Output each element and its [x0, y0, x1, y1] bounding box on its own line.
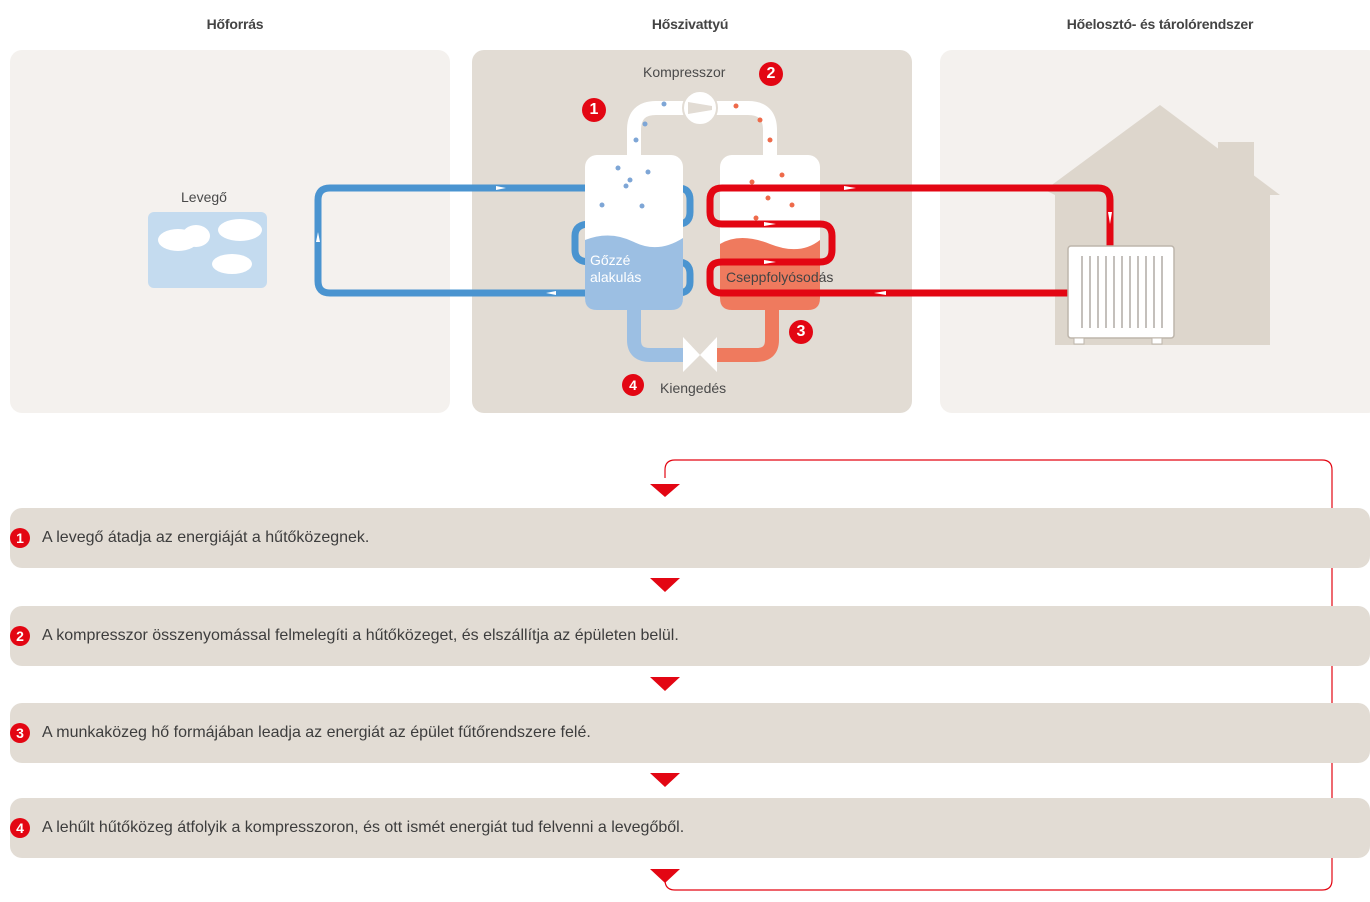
step-3-badge: 3: [789, 320, 813, 344]
step-row-1-text: A levegő átadja az energiáját a hűtőköze…: [42, 529, 370, 546]
compressor-label: Kompresszor: [643, 64, 726, 80]
flow-arrows: [316, 186, 1112, 295]
compressor-pipe: [627, 101, 777, 155]
expansion-label: Kiengedés: [660, 380, 727, 396]
expansion-pipe: [627, 310, 779, 362]
radiator-icon: [1067, 245, 1175, 345]
step-row-2-text: A kompresszor összenyomással felmelegíti…: [42, 627, 679, 644]
air-label: Levegő: [181, 189, 227, 205]
step-row-4-text: A lehűlt hűtőközeg átfolyik a kompresszo…: [42, 819, 685, 836]
expansion-valve-icon: [683, 337, 717, 372]
evaporation-label-line2: alakulás: [590, 269, 642, 285]
pump-column-title: Hőszivattyú: [651, 16, 729, 32]
step-row-3: 3 A munkaközeg hő formájában leadja az e…: [10, 703, 1370, 763]
step-4-badge: 4: [622, 374, 644, 396]
air-clouds-icon: [148, 212, 267, 288]
step-row-4-badge: 4: [10, 818, 30, 838]
evaporator-tank: [585, 155, 683, 310]
step-row-4: 4 A lehűlt hűtőközeg átfolyik a kompress…: [10, 798, 1370, 858]
step-row-1: 1 A levegő átadja az energiáját a hűtőkö…: [10, 508, 1370, 568]
step-connector: [650, 459, 1333, 891]
evaporation-label: Gőzzé alakulás: [590, 252, 641, 286]
condensation-label: Cseppfolyósodás: [726, 269, 834, 285]
condenser-tank: [720, 155, 820, 310]
step-row-3-text: A munkaközeg hő formájában leadja az ene…: [42, 724, 591, 741]
step-row-2: 2 A kompresszor összenyomással felmelegí…: [10, 606, 1370, 666]
step-row-3-badge: 3: [10, 723, 30, 743]
distribution-column-title: Hőelosztó- és tárolórendszer: [1066, 16, 1254, 32]
step-row-1-badge: 1: [10, 528, 30, 548]
step-row-2-badge: 2: [10, 626, 30, 646]
compressor-icon: [682, 90, 718, 126]
source-column-title: Hőforrás: [206, 16, 264, 32]
step-2-badge: 2: [759, 62, 783, 86]
evaporation-label-line1: Gőzzé: [590, 252, 631, 268]
step-1-badge: 1: [582, 98, 606, 122]
hot-loop: [706, 184, 1114, 297]
